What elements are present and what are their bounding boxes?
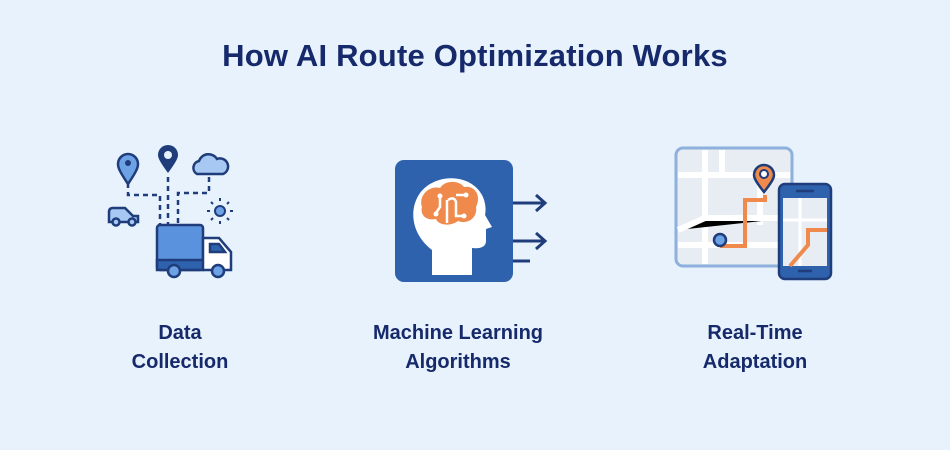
page-title: How AI Route Optimization Works bbox=[222, 38, 728, 73]
step-title-line1: Real-Time bbox=[707, 322, 803, 344]
step-title-line1: Machine Learning bbox=[372, 322, 544, 344]
cloud-icon bbox=[192, 152, 230, 176]
map-phone-icon bbox=[674, 146, 833, 281]
step-title-line2: Algorithms bbox=[405, 351, 511, 373]
step-title-line1: Data bbox=[158, 322, 202, 344]
step-label-data-collection: Data Collection bbox=[50, 319, 310, 377]
pin-icon bbox=[116, 152, 140, 187]
step-label-machine-learning: Machine Learning Algorithms bbox=[328, 319, 588, 377]
brain-head-icon bbox=[395, 160, 548, 282]
sun-icon bbox=[207, 198, 233, 224]
step-title-line2: Collection bbox=[131, 351, 229, 373]
car-icon bbox=[107, 206, 140, 227]
truck-icon bbox=[155, 223, 233, 279]
truck-data-icon bbox=[107, 145, 233, 279]
step-title-line2: Adaptation bbox=[702, 351, 808, 373]
step-label-real-time: Real-Time Adaptation bbox=[625, 319, 885, 377]
